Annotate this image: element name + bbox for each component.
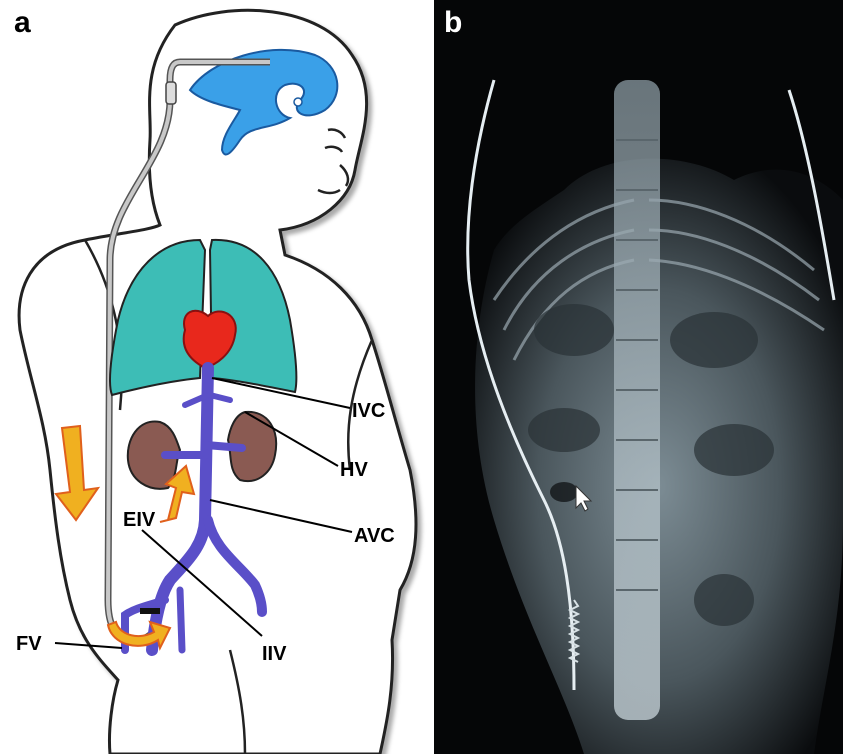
panel-b-xray: b [434, 0, 843, 754]
xray-image [434, 0, 843, 754]
shunt-diagram: IVC HV EIV AVC FV IIV [0, 0, 430, 754]
xray-spine [614, 80, 660, 720]
label-avc: AVC [354, 525, 395, 547]
label-ivc: IVC [352, 400, 385, 422]
shunt-valve [166, 82, 176, 104]
panel-a-illustration: a [0, 0, 430, 754]
child-body-outline [19, 10, 416, 754]
label-fv: FV [16, 633, 42, 655]
label-iiv: IIV [262, 643, 287, 665]
ligature-mark [140, 608, 160, 614]
label-eiv: EIV [123, 509, 156, 531]
panel-letter-b: b [444, 8, 462, 38]
label-hv: HV [340, 459, 368, 481]
